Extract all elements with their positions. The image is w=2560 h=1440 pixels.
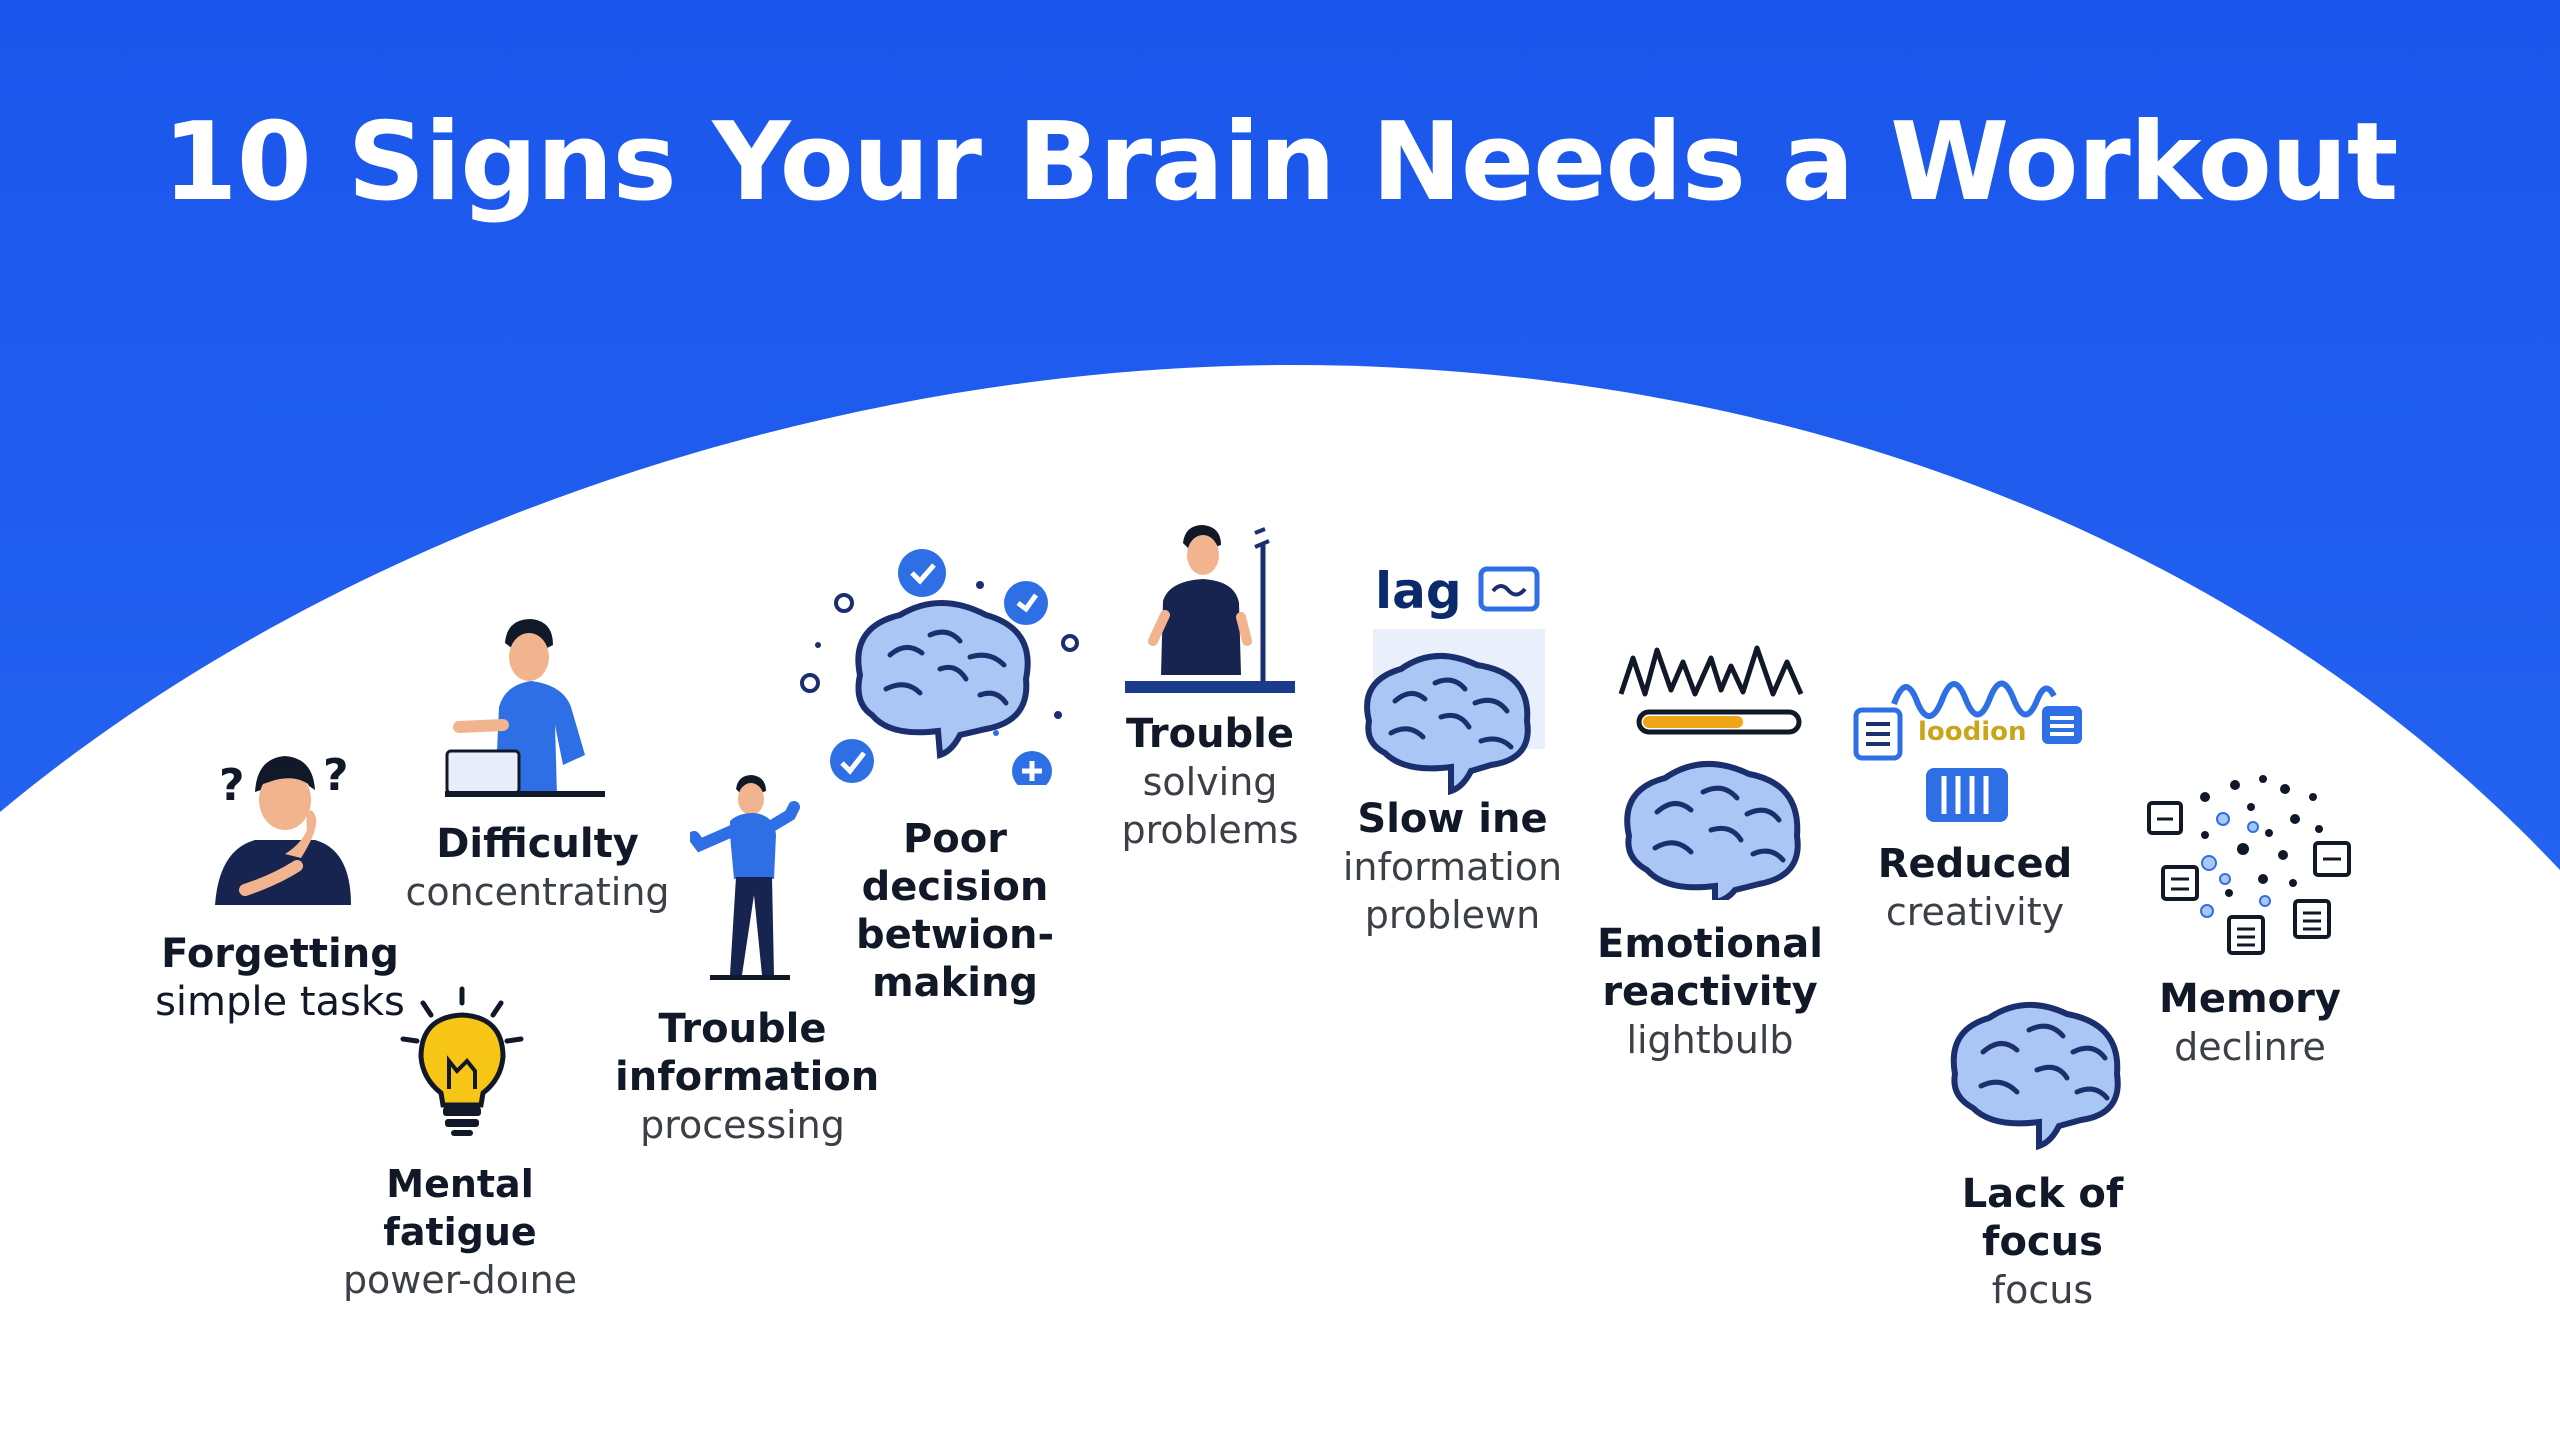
- brain-wave-icon: [1618, 645, 1804, 900]
- label-lack-of-focus: Lack of focus focus: [1900, 1170, 2185, 1314]
- person-at-desk-icon: [1125, 525, 1295, 693]
- confused-person-icon: ? ?: [215, 750, 351, 905]
- label-mental-fatigue: Mental fatigue power-doıne: [305, 1160, 615, 1304]
- label-poor-decision: Poor decision betwion- making: [810, 815, 1100, 1007]
- item-sub-2: problems: [1121, 808, 1299, 852]
- item-heading: Reduced: [1877, 841, 2073, 887]
- item-sub: power-doıne: [342, 1258, 578, 1302]
- item-heading-2: reactivity: [1602, 969, 1818, 1015]
- item-heading-2: information: [615, 1054, 880, 1100]
- scattered-dots-icon: [2147, 775, 2351, 955]
- item-sub: processing: [640, 1103, 845, 1147]
- item-heading: Memory: [2159, 976, 2341, 1022]
- label-trouble-solving: Trouble solving problems: [1085, 710, 1335, 854]
- item-heading-3: making: [871, 960, 1039, 1006]
- item-heading-1: Poor decision: [861, 816, 1049, 910]
- item-sub-1: solving: [1142, 760, 1278, 804]
- white-dome-panel: [0, 365, 2560, 1440]
- item-sub: focus: [1991, 1268, 2094, 1312]
- label-trouble-info: Trouble information processing: [615, 1005, 880, 1149]
- item-heading: Mental fatigue: [383, 1162, 537, 1254]
- item-sub-2: problewn: [1364, 893, 1541, 937]
- item-heading-1: Emotional: [1597, 921, 1823, 967]
- svg-text:?: ?: [219, 760, 245, 811]
- lightbulb-icon: [400, 986, 524, 1136]
- person-at-laptop-icon: [445, 619, 605, 797]
- label-slow-info: Slow ine information problewn: [1330, 795, 1575, 939]
- item-sub: declinre: [2174, 1025, 2326, 1069]
- lag-window-icon: [1478, 566, 1540, 612]
- label-difficulty: Difficulty concentrating: [400, 820, 675, 916]
- creativity-mini-label: loodion: [1918, 717, 2027, 747]
- item-sub: concentrating: [405, 870, 670, 914]
- item-heading: Forgetting: [161, 931, 399, 977]
- svg-text:?: ?: [323, 750, 349, 801]
- item-heading-2: betwion-: [855, 912, 1055, 958]
- pointing-person-icon: [690, 775, 800, 980]
- item-heading-1: Trouble: [658, 1006, 827, 1052]
- brain-icon: [1950, 1002, 2121, 1150]
- item-heading: Slow ine: [1357, 796, 1548, 842]
- brain-lag-icon: [1364, 629, 1545, 795]
- label-emotional: Emotional reactivity lightbulb: [1590, 920, 1830, 1064]
- page-title: 10 Signs Your Brain Needs a Workout: [162, 100, 2399, 225]
- item-heading: Difficulty: [436, 821, 639, 867]
- label-forgetting: Forgetting simple tasks: [150, 930, 410, 1026]
- item-sub-1: information: [1342, 845, 1563, 889]
- item-sub: creativity: [1885, 890, 2065, 934]
- wave-notes-icon: [1853, 680, 2082, 822]
- item-sub: lightbulb: [1626, 1018, 1794, 1062]
- item-sub: simple tasks: [155, 979, 405, 1025]
- item-heading: Trouble: [1125, 711, 1295, 757]
- brain-with-checks-icon: [800, 549, 1079, 785]
- label-memory-decline: Memory declinre: [2130, 975, 2370, 1071]
- lag-tag: lag: [1375, 562, 1462, 620]
- label-reduced-creativity: Reduced creativity: [1855, 840, 2095, 936]
- item-heading: Lack of focus: [1961, 1171, 2124, 1265]
